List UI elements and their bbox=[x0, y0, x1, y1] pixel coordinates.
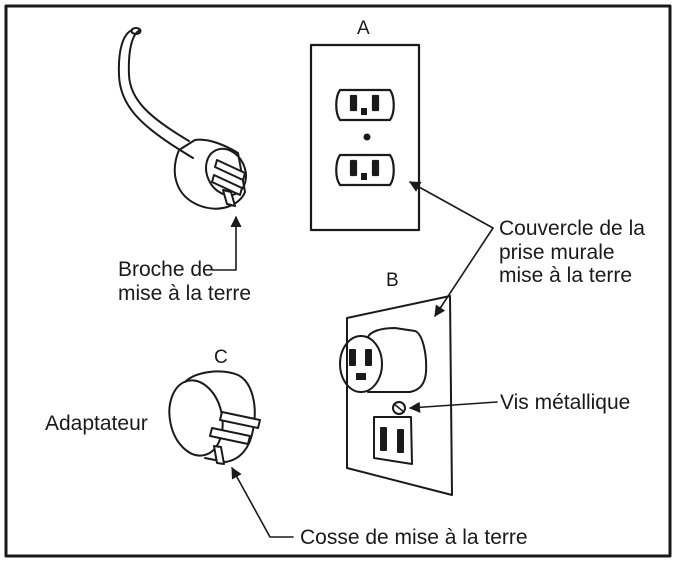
wall-cover-label: Couvercle de la prise murale mise à la t… bbox=[499, 217, 645, 288]
grounded-plug bbox=[117, 27, 247, 210]
wall-plate-b bbox=[339, 295, 453, 496]
ground-lug-pointer bbox=[231, 467, 294, 538]
ground-pin-label-line2: mise à la terre bbox=[118, 281, 252, 305]
label-c: C bbox=[214, 347, 228, 368]
ground-pin-pointer bbox=[212, 215, 242, 271]
wall-cover-pointer-a bbox=[409, 181, 494, 229]
adapter-c bbox=[168, 370, 261, 465]
ground-lug-label: Cosse de mise à la terre bbox=[300, 526, 528, 549]
wall-cover-label-line2: prise murale bbox=[499, 240, 615, 264]
wall-cover-label-line1: Couvercle de la bbox=[499, 217, 645, 240]
ground-pin-label-line1: Broche de bbox=[118, 258, 214, 281]
wall-cover-pointer-b bbox=[434, 227, 494, 317]
metal-screw-label: Vis métallique bbox=[500, 391, 631, 414]
label-b: B bbox=[386, 270, 399, 291]
adapter-label: Adaptateur bbox=[45, 412, 148, 435]
wall-cover-label-line3: mise à la terre bbox=[499, 264, 633, 288]
wall-plate-a bbox=[309, 43, 421, 232]
ground-pin-label: Broche de mise à la terre bbox=[118, 258, 251, 305]
label-a: A bbox=[357, 18, 370, 39]
diagram-border bbox=[4, 4, 672, 558]
metal-screw-pointer bbox=[408, 401, 498, 413]
